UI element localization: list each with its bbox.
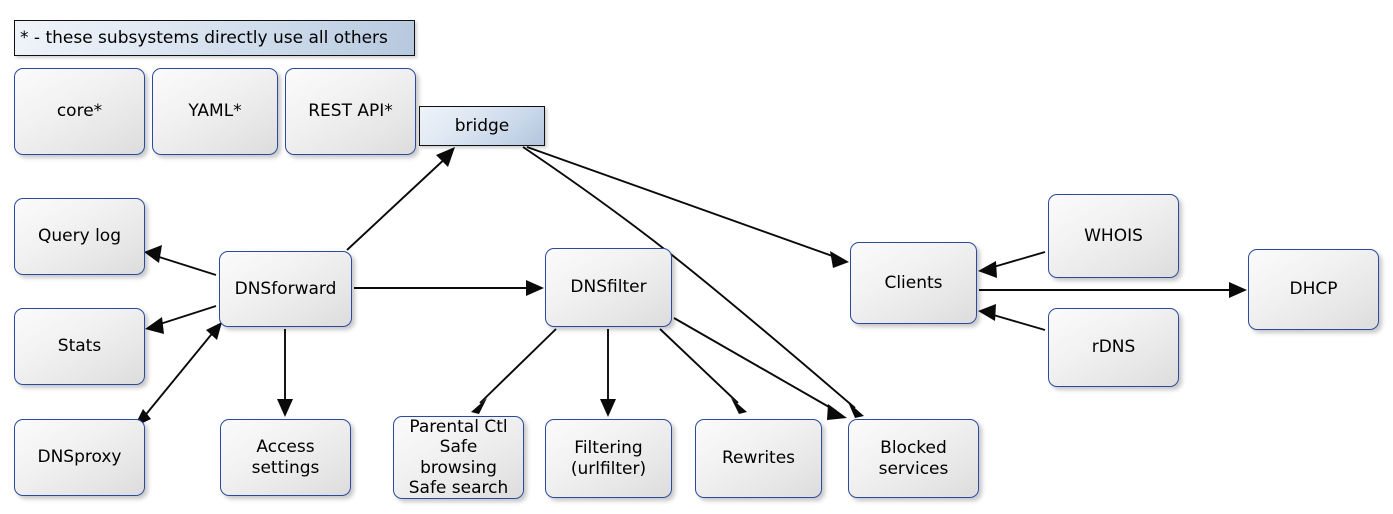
node-label: DNSfilter xyxy=(570,277,647,298)
node-stats[interactable]: Stats xyxy=(14,308,145,385)
edge-dnsfilter-blocked xyxy=(673,317,847,420)
node-label: DHCP xyxy=(1289,279,1338,300)
node-label: Filtering (urlfilter) xyxy=(570,438,647,479)
node-label: bridge xyxy=(454,115,510,136)
edge-dnsfilter-filtering xyxy=(600,329,616,417)
edge-dnsforward-dnsproxy xyxy=(134,322,222,427)
node-rdns[interactable]: rDNS xyxy=(1048,308,1179,387)
node-label: core* xyxy=(56,101,103,122)
node-core[interactable]: core* xyxy=(14,68,145,155)
node-label: YAML* xyxy=(188,101,242,122)
node-whois[interactable]: WHOIS xyxy=(1048,194,1179,278)
node-label: Parental Ctl Safe browsing Safe search xyxy=(408,416,509,498)
node-bridge[interactable]: bridge xyxy=(419,106,545,146)
node-label: DNSforward xyxy=(234,278,337,299)
node-label: rDNS xyxy=(1091,337,1136,358)
node-filtering-urlfilter[interactable]: Filtering (urlfilter) xyxy=(545,419,672,498)
node-access-settings[interactable]: Access settings xyxy=(220,419,351,496)
edge-rdns-clients xyxy=(978,304,1046,331)
node-label: Rewrites xyxy=(721,448,796,469)
edge-dnsforward-bridge xyxy=(346,147,455,251)
edge-dnsforward-stats xyxy=(145,305,217,334)
legend-note: * - these subsystems directly use all ot… xyxy=(14,20,415,56)
edge-dnsforward-querylog xyxy=(144,245,217,276)
edge-clients-dhcp xyxy=(979,282,1247,298)
node-label: DNSproxy xyxy=(37,447,122,468)
edge-whois-clients xyxy=(978,251,1046,278)
node-rewrites[interactable]: Rewrites xyxy=(695,419,822,498)
node-rest-api[interactable]: REST API* xyxy=(285,68,416,155)
node-label: Blocked services xyxy=(878,438,949,479)
edge-dnsforward-access xyxy=(277,329,293,417)
node-dnsproxy[interactable]: DNSproxy xyxy=(14,419,145,496)
node-yaml[interactable]: YAML* xyxy=(152,68,278,155)
legend-note-text: * - these subsystems directly use all ot… xyxy=(20,28,388,48)
edge-dnsfilter-rewrites xyxy=(659,328,747,414)
node-label: Stats xyxy=(57,336,102,357)
edge-dnsforward-dnsfilter xyxy=(354,280,544,296)
node-label: Access settings xyxy=(251,437,320,478)
node-label: WHOIS xyxy=(1084,225,1143,246)
edge-dnsfilter-parental xyxy=(471,328,557,414)
node-label: Clients xyxy=(884,272,943,293)
node-query-log[interactable]: Query log xyxy=(14,198,145,275)
node-dnsforward[interactable]: DNSforward xyxy=(219,251,352,327)
node-dhcp[interactable]: DHCP xyxy=(1248,249,1379,330)
node-dnsfilter[interactable]: DNSfilter xyxy=(545,248,672,327)
node-parental-control[interactable]: Parental Ctl Safe browsing Safe search xyxy=(393,416,524,499)
node-blocked-services[interactable]: Blocked services xyxy=(848,419,979,498)
node-label: Query log xyxy=(38,226,121,247)
node-label: REST API* xyxy=(308,101,393,122)
node-clients[interactable]: Clients xyxy=(850,242,977,324)
